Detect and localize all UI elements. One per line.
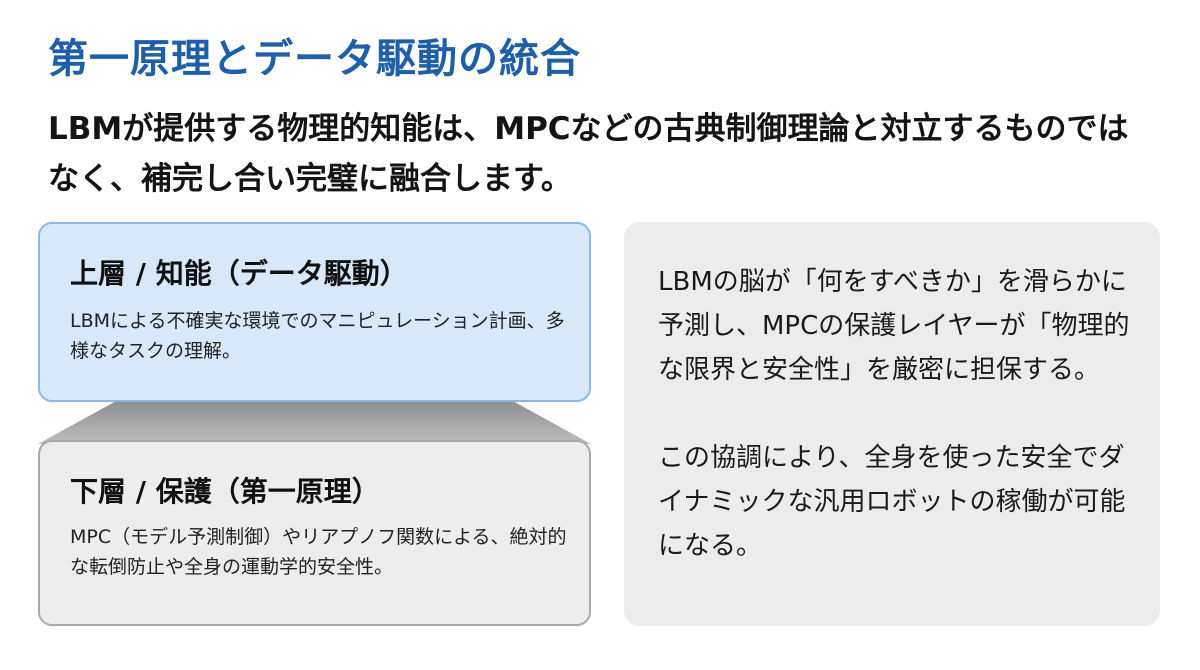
upper-layer-heading: 上層 / 知能（データ駆動）: [70, 257, 408, 290]
side-panel: LBMの脳が「何をすべきか」を滑らかに予測し、MPCの保護レイヤーが「物理的な限…: [624, 222, 1160, 626]
page-subtitle: LBMが提供する物理的知能は、MPCなどの古典制御理論と対立するものではなく、補…: [48, 111, 1129, 197]
page-title: 第一原理とデータ駆動の統合: [48, 36, 581, 82]
layer-connector-shape: [38, 400, 591, 444]
layer-connector: [38, 400, 591, 444]
upper-layer-body: LBMによる不確実な環境でのマニピュレーション計画、多様なタスクの理解。: [70, 310, 565, 362]
lower-layer-heading: 下層 / 保護（第一原理）: [70, 475, 380, 508]
side-panel-paragraph-2: この協調により、全身を使った安全でダイナミックな汎用ロボットの稼働が可能になる。: [658, 443, 1126, 561]
side-panel-paragraph-1: LBMの脳が「何をすべきか」を滑らかに予測し、MPCの保護レイヤーが「物理的な限…: [658, 267, 1130, 385]
lower-layer-body: MPC（モデル予測制御）やリアプノフ関数による、絶対的な転倒防止や全身の運動学的…: [70, 526, 567, 578]
lower-layer-card: 下層 / 保護（第一原理） MPC（モデル予測制御）やリアプノフ関数による、絶対…: [38, 440, 591, 626]
upper-layer-card: 上層 / 知能（データ駆動） LBMによる不確実な環境でのマニピュレーション計画…: [38, 222, 591, 402]
